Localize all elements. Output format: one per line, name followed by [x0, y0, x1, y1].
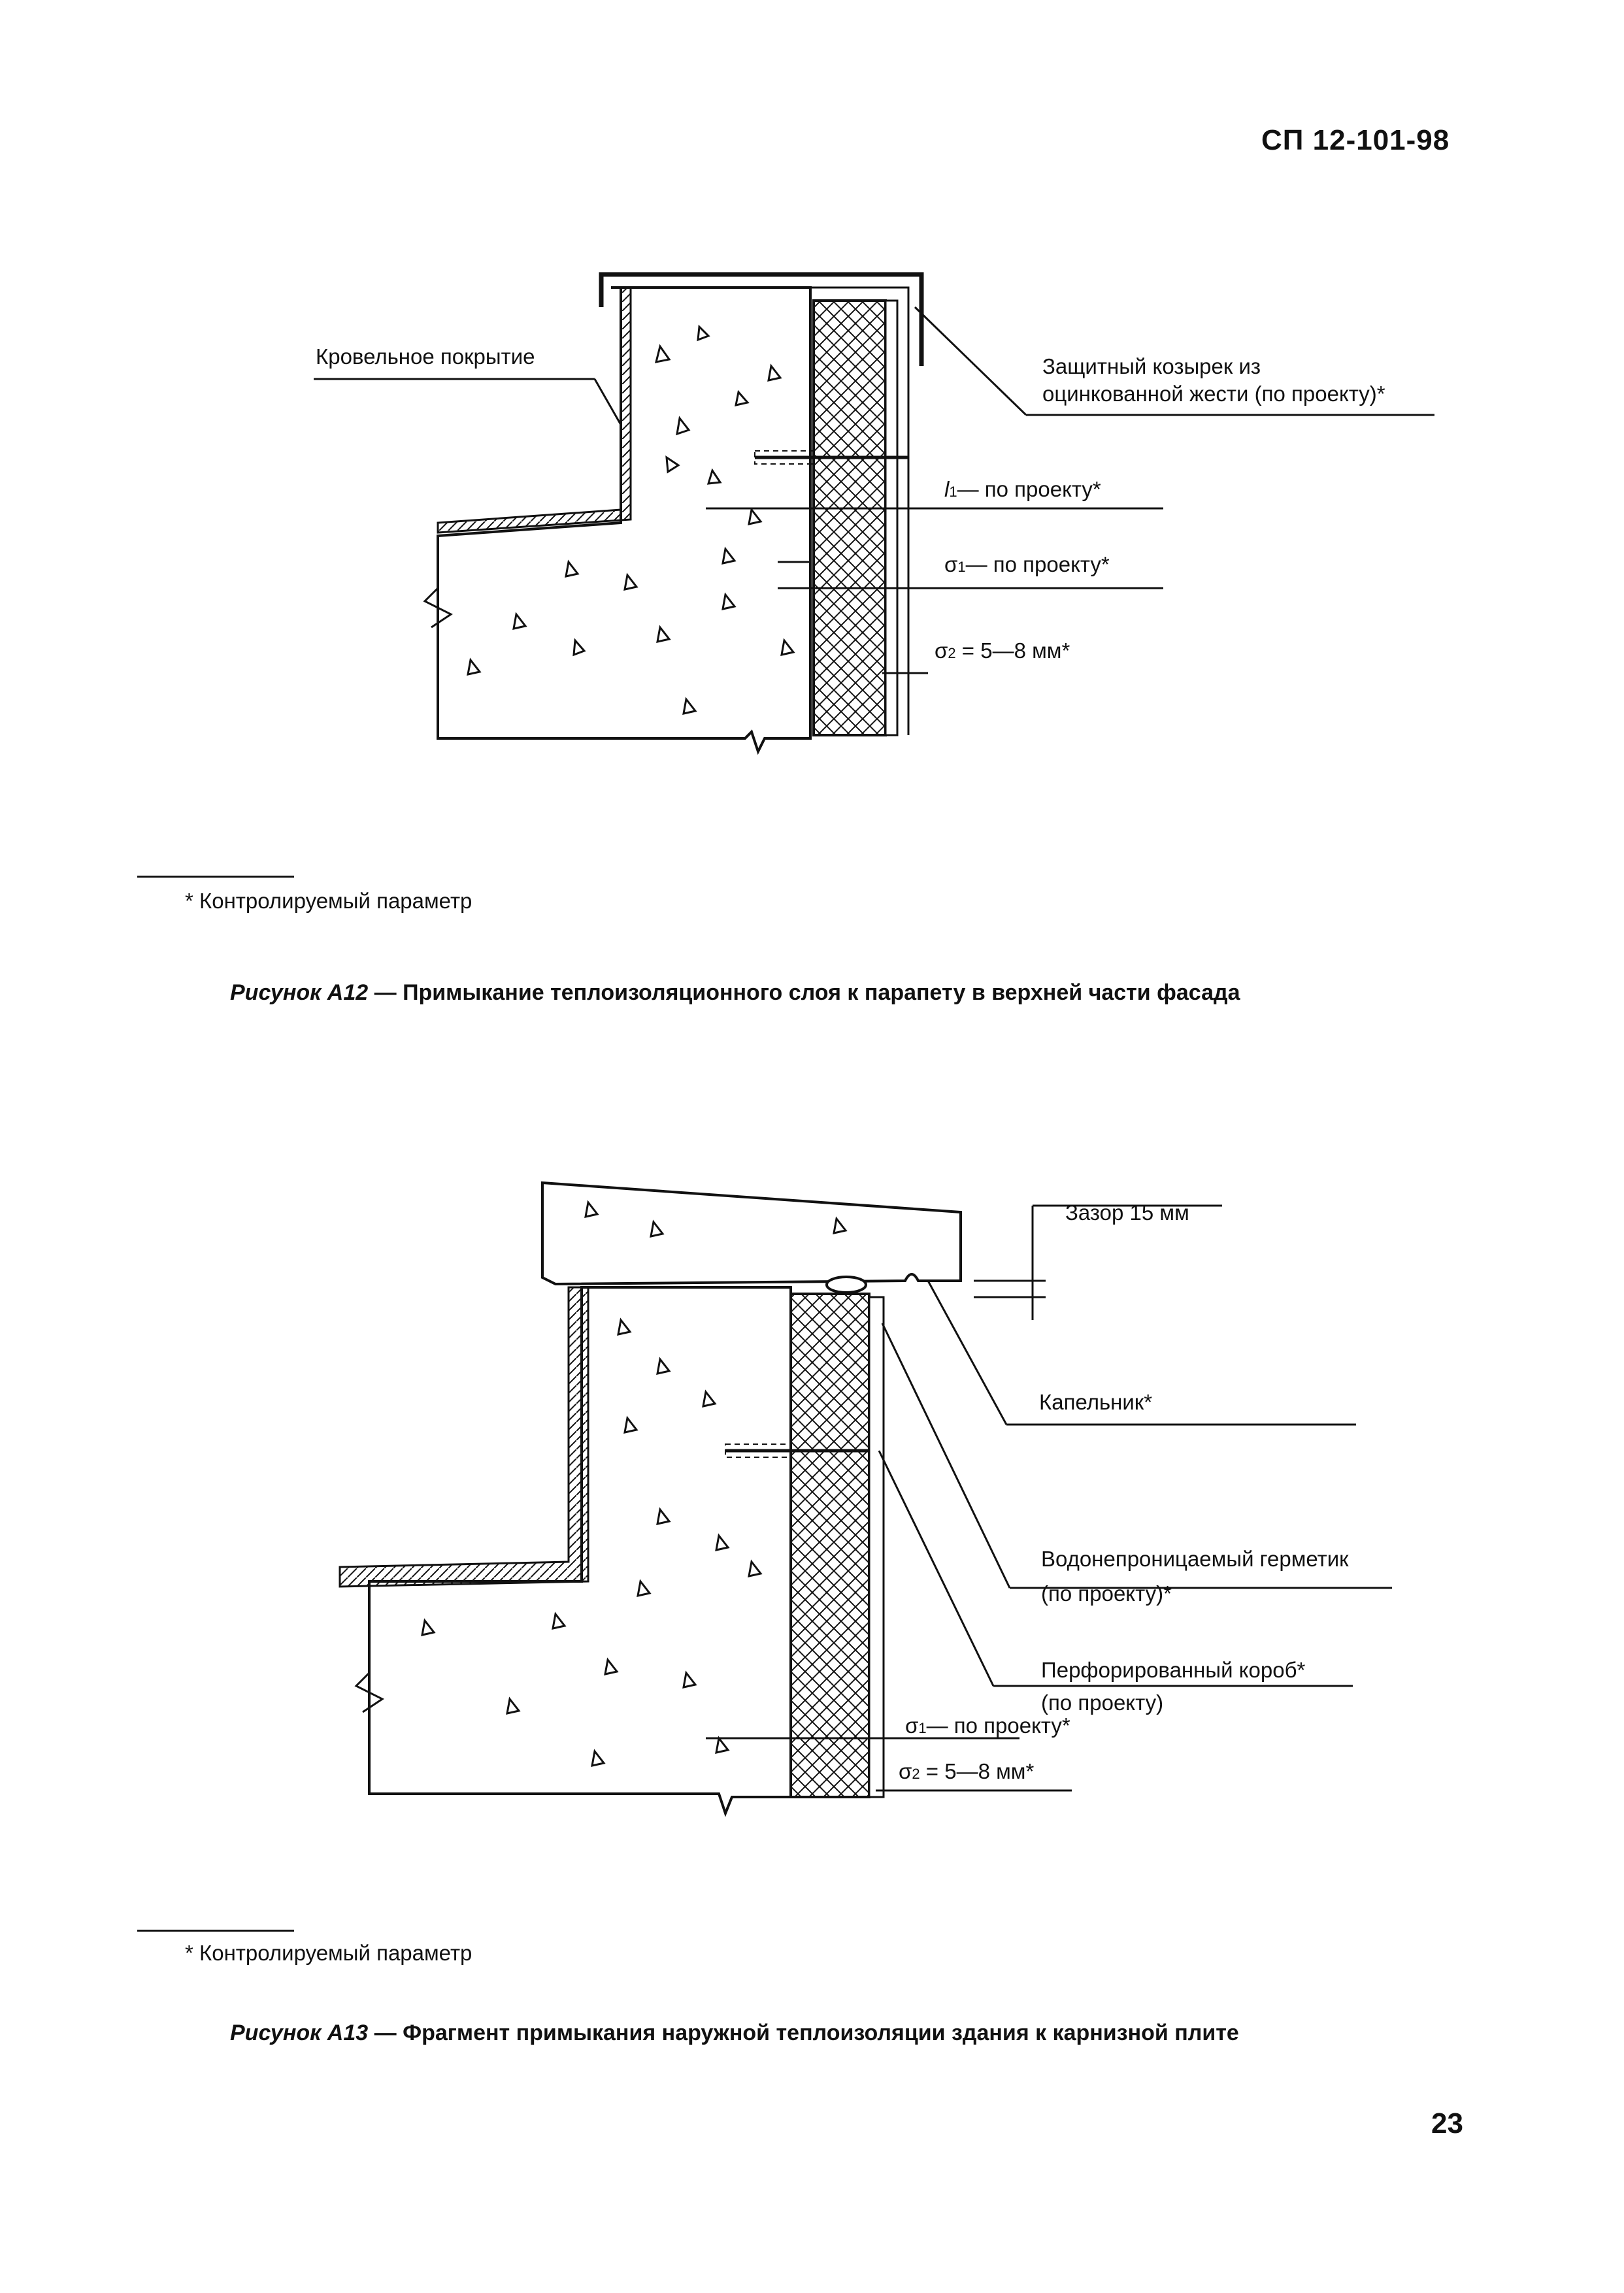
label-l1: l1— по проекту*	[944, 477, 1101, 501]
caption-a13: Рисунок А13 — Фрагмент примыкания наружн…	[230, 2021, 1239, 2045]
render-layer	[884, 299, 899, 736]
canopy-cap	[599, 272, 924, 366]
label-sealant-line2: (по проекту)*	[1041, 1581, 1172, 1606]
label-sigma1: σ1— по проекту*	[944, 552, 1110, 576]
render-layer-a13	[868, 1296, 885, 1798]
label-drip: Капельник*	[1039, 1390, 1153, 1414]
label-box-line2: (по проекту)	[1041, 1691, 1164, 1715]
label-a13-sigma2: σ2 = 5—8 мм*	[899, 1759, 1035, 1783]
cornice-slab	[541, 1181, 962, 1286]
label-sigma2: σ2 = 5—8 мм*	[935, 638, 1070, 663]
footnote-rule-a12	[137, 876, 294, 878]
label-box-line1: Перфорированный короб*	[1041, 1658, 1306, 1682]
insulation-layer	[812, 299, 887, 736]
insulation-layer-a13	[789, 1293, 870, 1798]
figure-a12-drawing	[314, 272, 1434, 755]
footnote-rule-a13	[137, 1930, 294, 1932]
footnote-a13: * Контролируемый параметр	[185, 1941, 472, 1965]
label-roofing: Кровельное покрытие	[316, 344, 535, 369]
page-number: 23	[1431, 2107, 1463, 2139]
sealant-bead	[825, 1276, 867, 1294]
caption-a12: Рисунок А12 — Примыкание теплоизоляционн…	[230, 980, 1240, 1005]
label-canopy-line2: оцинкованной жести (по проекту)*	[1042, 382, 1385, 406]
footnote-a12: * Контролируемый параметр	[185, 889, 472, 913]
label-a13-sigma1: σ1— по проекту*	[905, 1713, 1070, 1738]
roofing-layer	[437, 286, 632, 534]
label-canopy-line1: Защитный козырек из	[1042, 354, 1261, 378]
roofing-layer-a13	[339, 1286, 589, 1588]
figure-a13-drawing	[339, 1181, 1392, 1817]
document-code: СП 12-101-98	[1261, 124, 1450, 156]
label-gap: Зазор 15 мм	[1065, 1200, 1189, 1225]
label-sealant-line1: Водонепроницаемый герметик	[1041, 1547, 1349, 1571]
